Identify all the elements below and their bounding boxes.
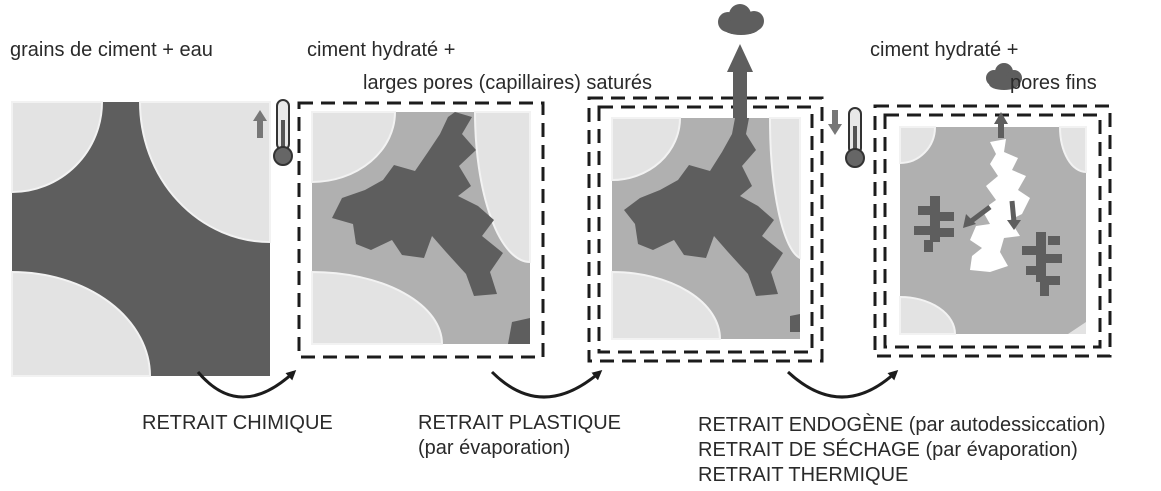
dark-phase: [790, 314, 800, 332]
cement-grain: [899, 126, 937, 165]
cement-grain: [1068, 322, 1086, 334]
transition-arrow: [786, 369, 899, 399]
cement-grain: [11, 101, 104, 194]
panel-plastic-evaporation: [587, 44, 824, 363]
thermometer-down-icon: [828, 107, 865, 168]
title-line: grains de ciment + eau: [10, 39, 213, 61]
transition-label-plastic: RETRAIT PLASTIQUE (par évaporation): [418, 411, 621, 461]
cement-grain: [899, 295, 957, 335]
dashed-frame: [297, 101, 545, 359]
dashed-frame-inner: [883, 113, 1102, 349]
transition-line: RETRAIT THERMIQUE: [698, 464, 909, 486]
panel-hydrated-fine-pores: [873, 104, 1112, 358]
dark-phase: [624, 118, 783, 296]
cement-grain: [138, 101, 271, 244]
dark-phase: [332, 112, 503, 296]
cement-grain: [311, 111, 397, 184]
vapor-cloud-icon: [718, 4, 764, 35]
title-line: ciment hydraté +: [870, 39, 1019, 61]
dashed-frame-outer: [873, 104, 1112, 358]
transition-line: RETRAIT CHIMIQUE: [142, 412, 333, 434]
evaporation-arrow: [733, 70, 747, 118]
cement-grain: [11, 270, 152, 377]
cement-grain: [768, 117, 801, 260]
transition-label-chemical: RETRAIT CHIMIQUE: [142, 411, 333, 436]
fine-pore-network: [914, 196, 954, 252]
panel-hydrated-large-pores: [297, 101, 545, 359]
dark-phase: [508, 318, 530, 344]
transition-line: RETRAIT DE SÉCHAGE (par évaporation): [698, 439, 1078, 461]
cement-grain: [1058, 126, 1087, 174]
dashed-frame-inner: [597, 105, 814, 354]
title-line: pores fins: [1010, 72, 1097, 94]
thermometer-up-icon: [253, 99, 293, 166]
cement-grain: [311, 270, 444, 345]
transition-line: RETRAIT PLASTIQUE: [418, 412, 622, 434]
transition-line: (par évaporation): [418, 437, 571, 459]
cement-grain: [611, 117, 682, 182]
transition-arrow: [196, 369, 297, 399]
transition-line: RETRAIT ENDOGÈNE (par autodessiccation): [698, 414, 1106, 436]
cement-grain: [611, 270, 722, 340]
transition-arrow: [490, 370, 603, 399]
vapor-cloud-icon: [986, 63, 1022, 90]
title-line: larges pores (capillaires) saturés: [363, 72, 653, 94]
empty-pore: [970, 139, 1030, 272]
panel-cement-grains: [11, 101, 271, 377]
title-line: ciment hydraté +: [307, 39, 456, 61]
cement-grain: [473, 111, 531, 264]
evaporation-arrow: [998, 122, 1004, 138]
dashed-frame-outer: [587, 96, 824, 363]
stage-title-cement-grains: grains de ciment + eau: [10, 38, 213, 63]
fine-pore-network: [1022, 232, 1062, 296]
transition-label-endogenous-drying-thermal: RETRAIT ENDOGÈNE (par autodessiccation) …: [698, 413, 1106, 488]
